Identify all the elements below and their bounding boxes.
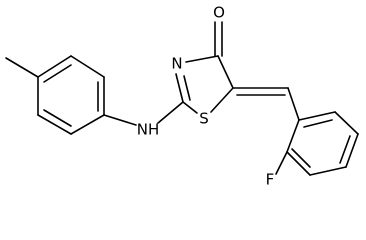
methine-aryl-bond	[287, 87, 300, 121]
amine-c2-bond	[157, 101, 184, 124]
tolyl-bond	[70, 114, 105, 135]
fluorophenyl-bond	[298, 111, 336, 121]
tolyl-bond	[37, 114, 72, 135]
c2-n-double-bond	[175, 73, 184, 103]
amine-nh-label: NH	[137, 121, 160, 139]
fluorophenyl-inner-bond	[291, 148, 311, 168]
sulfur-atom-label: S	[199, 110, 209, 128]
tolyl-ring	[37, 55, 105, 135]
s-c2-bond	[182, 101, 198, 114]
fluorophenyl-bond	[309, 166, 347, 176]
tolyl-inner-bond	[43, 64, 72, 83]
fluorophenyl-bond	[286, 151, 311, 176]
carbon-fluorine-bond	[275, 151, 288, 175]
oxygen-atom-label: O	[213, 4, 225, 22]
aryl-amine-bond	[103, 114, 137, 126]
thiazolone-ring	[175, 55, 234, 114]
tolyl-bond	[37, 55, 72, 78]
fluorine-atom-label: F	[266, 171, 275, 187]
nitrogen-atom-label: N	[171, 55, 182, 73]
fluorophenyl-bond	[334, 111, 359, 135]
c4-c5-bond	[217, 55, 234, 89]
tolyl-inner-bond	[43, 109, 72, 127]
c2-n-double-bond	[183, 75, 191, 101]
fluorophenyl-inner-bond	[303, 119, 333, 128]
fluorophenyl-ring	[286, 111, 359, 176]
chemical-structure-diagram: O N NH S F	[5, 4, 359, 187]
fluorophenyl-bond	[345, 133, 359, 168]
tolyl-bond	[70, 55, 105, 78]
fluorophenyl-inner-bond	[339, 135, 351, 164]
n-c4-bond	[185, 55, 219, 63]
fluorophenyl-bond	[286, 119, 300, 153]
c5-s-bond	[210, 87, 234, 113]
methyl-bond	[5, 57, 39, 78]
